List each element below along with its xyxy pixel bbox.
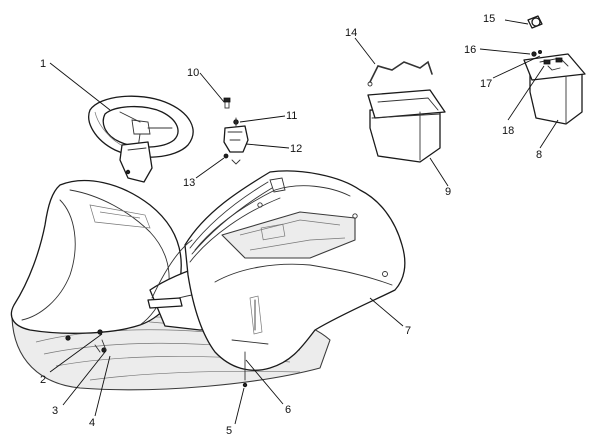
callout-3: 3 <box>52 405 58 417</box>
callout-6: 6 <box>285 404 291 416</box>
callout-8: 8 <box>536 149 542 161</box>
callout-2: 2 <box>40 374 46 386</box>
steering-column-cover <box>119 141 153 183</box>
callout-4: 4 <box>89 417 95 429</box>
callout-labels: 1 2 3 4 5 6 7 8 9 10 11 12 13 14 15 16 1… <box>40 13 542 437</box>
hold-down-rod <box>367 60 433 87</box>
callout-7: 7 <box>405 325 411 337</box>
battery <box>523 53 586 125</box>
callout-1: 1 <box>40 58 46 70</box>
callout-5: 5 <box>226 425 232 437</box>
callout-14: 14 <box>345 27 357 39</box>
callout-16: 16 <box>464 44 476 56</box>
callout-15: 15 <box>483 13 495 25</box>
callout-18: 18 <box>502 125 514 137</box>
battery-tray <box>367 89 446 163</box>
ignition-switch <box>223 97 249 165</box>
callout-10: 10 <box>187 67 199 79</box>
front-hood <box>10 179 182 334</box>
leader-lines <box>49 19 559 425</box>
terminal-hardware <box>527 15 543 57</box>
rear-body-shell <box>184 170 406 371</box>
callout-11: 11 <box>286 110 297 122</box>
callout-13: 13 <box>183 177 195 189</box>
callout-12: 12 <box>290 143 302 155</box>
fender-trim <box>151 181 273 299</box>
callout-9: 9 <box>445 186 451 198</box>
callout-17: 17 <box>480 78 492 90</box>
floor-hardware <box>65 297 269 388</box>
steering-wheel <box>88 95 194 158</box>
